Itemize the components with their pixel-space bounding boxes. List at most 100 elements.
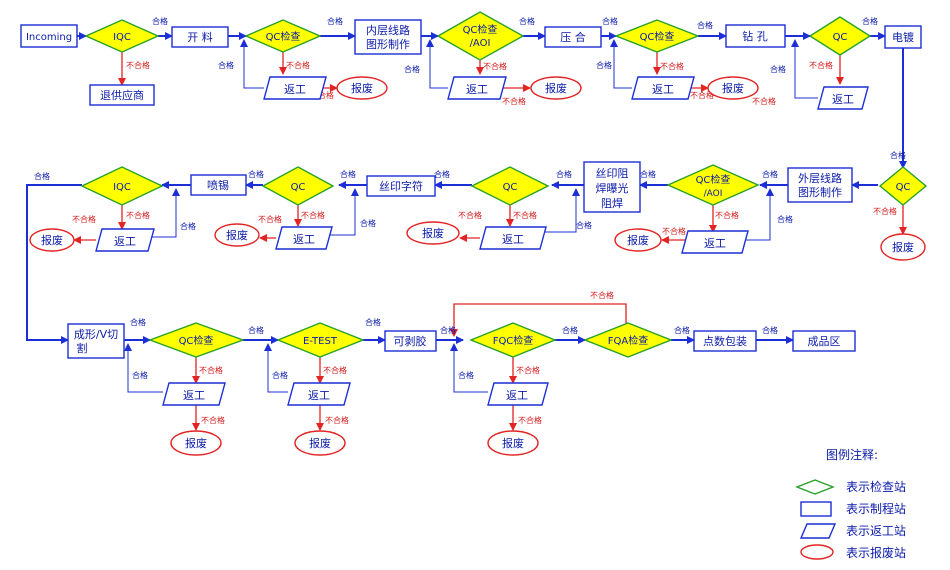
scrap-label: 报废 — [892, 240, 914, 254]
pass-fail-labels: 合格 合格 合格 合格 合格 合格 合格 合格 合格 合格 合格 合格 合格 合… — [34, 16, 906, 425]
check-station: QC检查 /AOI — [666, 164, 760, 206]
check-station: IQC — [84, 19, 160, 53]
check-station: QC — [470, 166, 550, 206]
node-iqc-2: IQC — [113, 182, 131, 193]
pass-label: 合格 — [34, 171, 50, 181]
fail-label: 不合格 — [502, 96, 526, 106]
node-drilling: 钻 孔 — [742, 29, 768, 43]
pass-label: 合格 — [862, 16, 878, 26]
pass-label: 合格 — [777, 214, 793, 224]
check-station: E-TEST — [276, 322, 365, 358]
node-solder-mask-2: 焊曝光 — [596, 181, 629, 195]
fail-label: 不合格 — [483, 61, 507, 71]
rework-station: 返工 — [681, 230, 749, 254]
check-station: FQA检查 — [583, 322, 673, 358]
node-outer-layer-2: 图形制作 — [798, 186, 842, 199]
scrap-station: 报废 — [880, 233, 926, 261]
rework-station: 返工 — [631, 76, 695, 100]
node-qc-7: QC检查 — [179, 334, 214, 347]
fail-label: 不合格 — [516, 365, 540, 375]
fail-label: 不合格 — [286, 60, 310, 70]
check-station: QC检查 — [147, 322, 246, 358]
process-station: 成形/V切 割 — [67, 323, 125, 359]
scrap-label: 报废 — [41, 233, 63, 247]
pass-label: 合格 — [152, 16, 168, 26]
fail-label: 不合格 — [518, 415, 542, 425]
node-iqc-1: IQC — [113, 32, 131, 43]
fail-label: 不合格 — [258, 214, 282, 224]
process-station: 可剥胶 — [384, 330, 437, 352]
rework-station: 返工 — [287, 382, 351, 406]
pass-label: 合格 — [762, 325, 778, 335]
node-qc-aoi-1-line2: /AOI — [470, 38, 491, 49]
rework-label: 返工 — [466, 83, 488, 96]
legend-scrap-station: 表示报废站 — [800, 544, 906, 560]
fail-label: 不合格 — [323, 365, 347, 375]
rework-and-scrap-arrows — [73, 39, 907, 431]
pass-label: 合格 — [596, 60, 612, 70]
node-outer-layer-1: 外层线路 — [798, 171, 842, 185]
node-inner-layer-2: 图形制作 — [366, 38, 410, 51]
check-station: QC检查 — [244, 19, 322, 53]
rework-label: 返工 — [506, 389, 528, 402]
main-flow-arrows — [26, 32, 907, 344]
scrap-label: 报废 — [545, 81, 567, 95]
rework-station: 返工 — [275, 226, 333, 250]
pass-label: 合格 — [674, 325, 690, 335]
rework-label: 返工 — [284, 83, 306, 96]
node-routing-2: 割 — [77, 341, 88, 355]
process-station: 成品区 — [792, 330, 856, 352]
scrap-label: 报废 — [351, 81, 373, 95]
process-station: 喷锡 — [190, 174, 247, 196]
pass-label: 合格 — [697, 20, 713, 30]
node-plating: 电镀 — [892, 30, 914, 44]
pass-label: 合格 — [272, 370, 288, 380]
legend: 图例注释: 表示检查站 表示制程站 表示返工站 表示报废站 — [795, 447, 906, 560]
scrap-label: 报废 — [722, 81, 744, 95]
node-peelable-mask: 可剥胶 — [394, 334, 427, 348]
rework-label: 返工 — [293, 233, 315, 246]
process-station: 内层线路 图形制作 — [354, 19, 422, 55]
legend-process-label: 表示制程站 — [846, 501, 906, 516]
fail-label: 不合格 — [325, 415, 349, 425]
fail-label: 不合格 — [72, 214, 96, 224]
node-qc-4: QC — [896, 182, 911, 193]
fail-label: 不合格 — [873, 206, 897, 216]
pass-label: 合格 — [365, 317, 381, 327]
pass-label: 合格 — [132, 370, 148, 380]
pass-label: 合格 — [562, 325, 578, 335]
pass-label: 合格 — [762, 169, 778, 179]
check-station: QC — [808, 16, 872, 56]
process-station: 退供应商 — [89, 84, 155, 106]
scrap-station: 报废 — [214, 223, 260, 247]
rework-label: 返工 — [183, 389, 205, 402]
node-routing-1: 成形/V切 — [74, 328, 118, 341]
pass-label: 合格 — [556, 169, 572, 179]
process-station: 丝印阻 焊曝光 阻焊 — [583, 161, 641, 213]
fail-label: 不合格 — [310, 90, 334, 100]
rework-station: 返工 — [263, 76, 327, 100]
node-hasl: 喷锡 — [207, 178, 229, 192]
legend-title: 图例注释: — [826, 447, 878, 462]
node-qc-1: QC检查 — [266, 30, 301, 43]
scrap-station: 报废 — [614, 228, 662, 252]
fail-label: 不合格 — [458, 210, 482, 220]
pass-label: 合格 — [360, 218, 376, 228]
legend-scrap-label: 表示报废站 — [846, 545, 906, 560]
scrap-label: 报废 — [185, 436, 207, 450]
node-qc-5: QC — [503, 182, 518, 193]
check-station: QC检查 /AOI — [436, 11, 525, 61]
pass-label: 合格 — [248, 325, 264, 335]
pass-label: 合格 — [602, 16, 618, 26]
fail-label: 不合格 — [199, 365, 223, 375]
check-station: IQC — [80, 166, 164, 206]
scrap-label: 报废 — [422, 226, 444, 240]
rework-station: 返工 — [479, 226, 547, 250]
fail-label: 不合格 — [590, 290, 614, 300]
rework-station: 返工 — [487, 382, 549, 406]
rework-label: 返工 — [832, 93, 854, 106]
node-etest: E-TEST — [303, 336, 338, 347]
fail-label: 不合格 — [809, 60, 833, 70]
node-silkscreen: 丝印字符 — [379, 179, 423, 193]
process-station: 电镀 — [884, 25, 922, 49]
